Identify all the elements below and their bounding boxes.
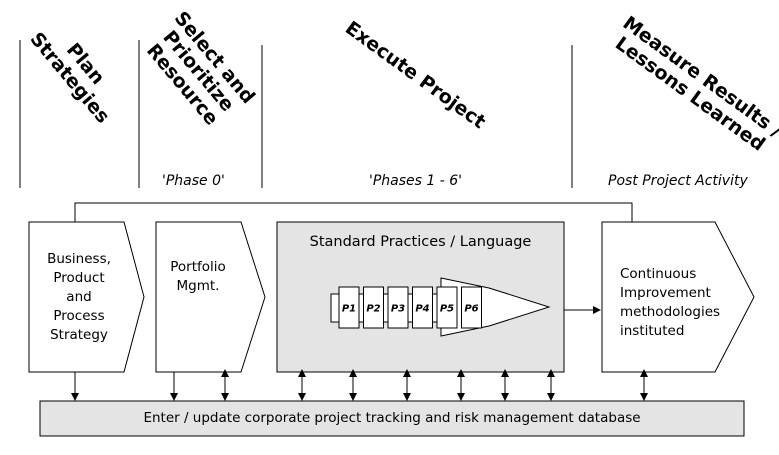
continuous-improvement-label: Continuous Improvement methodologies ins… [620, 266, 721, 339]
pipeline-stage-p3 [387, 286, 409, 329]
business-strategy-box [28, 221, 145, 373]
top-connector-line [74, 202, 636, 239]
post-project-label: Post Project Activity [608, 173, 748, 189]
standard-practices-label: Standard Practices / Language [309, 234, 532, 250]
continuous-improvement-box [601, 221, 755, 373]
business-strategy-label: Business, Product and Process Strategy [47, 251, 111, 343]
pipeline-stage-p4 [412, 286, 433, 329]
database-bar [39, 400, 745, 437]
pipeline-stage-label-p6: P6 [464, 304, 478, 315]
portfolio-mgmt-label: Portfolio Mgmt. [170, 259, 226, 294]
pipeline-stage-label-p2: P2 [366, 304, 380, 315]
pipeline-stage-label-p3: P3 [391, 304, 405, 315]
pipeline-stage-p5 [436, 286, 458, 329]
pipeline-stage-label-p1: P1 [342, 304, 356, 315]
phase-0-label: 'Phase 0' [162, 173, 225, 189]
phases-1-6-label: 'Phases 1 - 6' [369, 173, 463, 189]
pipeline-stage-label-p4: P4 [415, 304, 429, 315]
pipeline-stage-p6 [461, 286, 482, 329]
portfolio-mgmt-box [155, 221, 266, 373]
pipeline-stage-label-p5: P5 [440, 304, 454, 315]
pipeline-stage-p2 [363, 286, 384, 329]
pipeline-stages: P1 P2 P3 P4 P5 P6 [338, 286, 482, 329]
pipeline-stage-p1 [338, 286, 360, 329]
database-label: Enter / update corporate project trackin… [143, 410, 641, 426]
